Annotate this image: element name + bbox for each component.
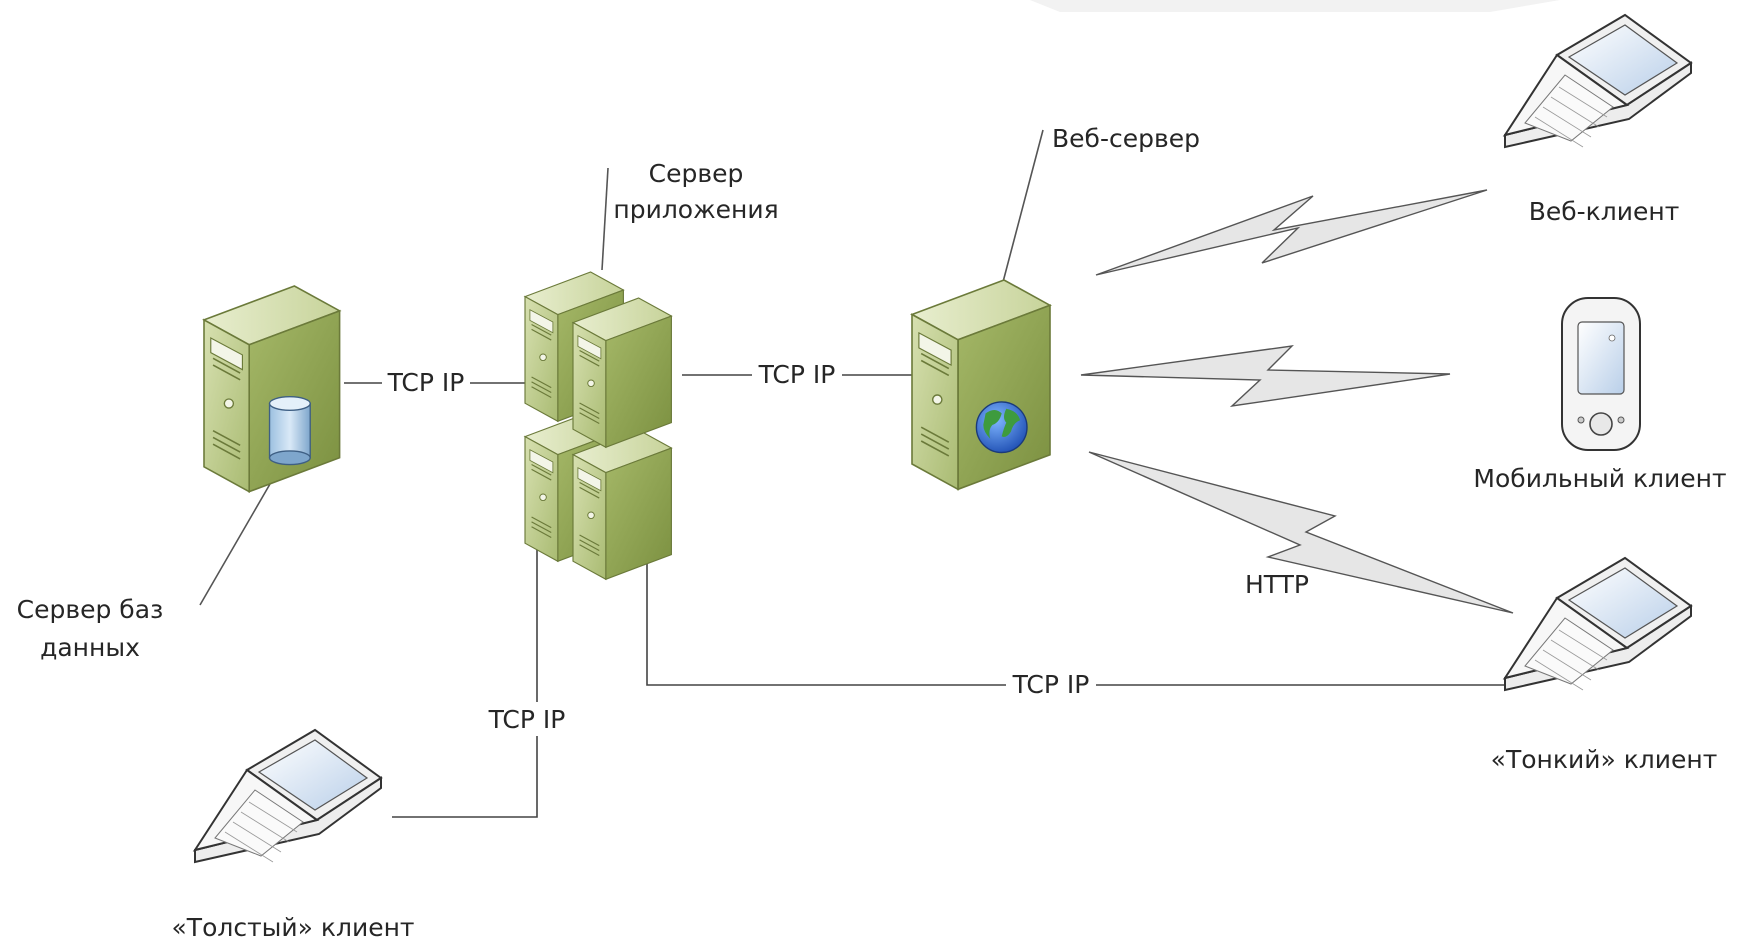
app-server-label-line2: приложения (613, 195, 778, 224)
http-links (1080, 189, 1514, 614)
app-leader (601, 167, 609, 271)
database-cylinder-icon (268, 396, 311, 466)
web-server-label: Веб-сервер (1052, 124, 1200, 153)
app-thick-line-bottom (392, 736, 538, 818)
web-server-icon (911, 279, 1051, 491)
thick-client-laptop-icon (194, 729, 382, 863)
db-server-label-line2: данных (40, 633, 140, 662)
tcp-ip-label-app-thin: TCP IP (1012, 670, 1090, 699)
db-server-label-line1: Сервер баз (17, 595, 164, 624)
web-client-laptop-icon (1504, 14, 1692, 148)
mobile-device-icon (1561, 297, 1641, 451)
globe-icon (975, 401, 1028, 454)
bolt-thin-client (1088, 451, 1514, 614)
bolt-mobile-client (1080, 345, 1451, 408)
http-label: HTTP (1245, 570, 1309, 599)
background-decoration (1030, 0, 1560, 12)
label-leaders (199, 129, 1044, 606)
web-leader (1002, 129, 1044, 283)
app-thin-line-left (646, 545, 1006, 686)
database-server-icon (203, 285, 341, 493)
mobile-client-label: Мобильный клиент (1473, 464, 1726, 493)
bolt-web-client (1095, 189, 1488, 276)
thin-client-label: «Тонкий» клиент (1491, 745, 1718, 774)
thick-client-label: «Толстый» клиент (172, 913, 415, 941)
labels: Сервер баз данных Сервер приложения Веб-… (17, 124, 1727, 941)
tcp-ip-label-db-app: TCP IP (387, 368, 465, 397)
application-server-cluster-icon (524, 271, 672, 580)
thin-client-laptop-icon (1504, 557, 1692, 691)
db-leader (199, 483, 271, 606)
connections (344, 374, 1506, 818)
tcp-ip-label-app-web: TCP IP (758, 360, 836, 389)
tcp-ip-label-app-thick: TCP IP (488, 705, 566, 734)
web-client-label: Веб-клиент (1529, 197, 1680, 226)
app-server-label-line1: Сервер (649, 159, 744, 188)
